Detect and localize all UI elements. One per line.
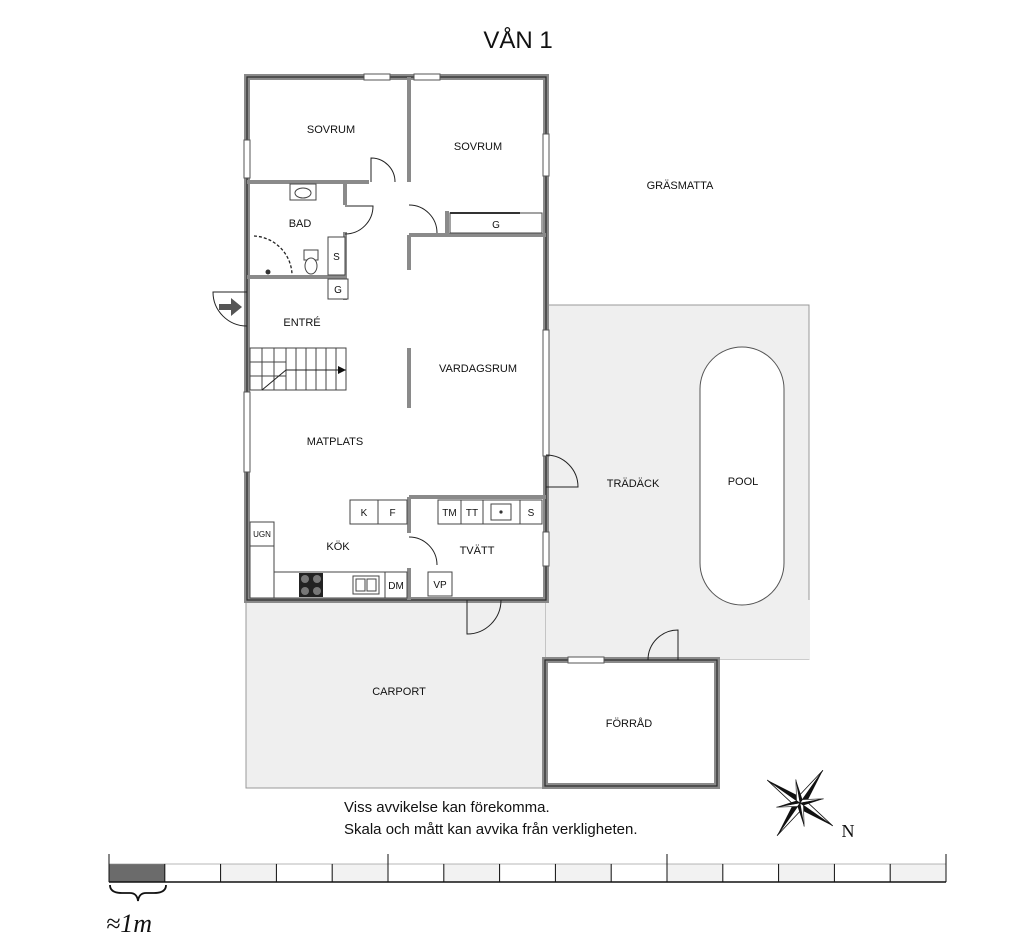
scale-segment	[164, 863, 221, 883]
scale-segment	[387, 863, 445, 883]
scale-segment	[555, 863, 612, 883]
room-bad: BAD	[289, 218, 312, 230]
scale-segment	[220, 863, 277, 883]
svg-text:S: S	[333, 252, 340, 263]
svg-text:VP: VP	[433, 580, 447, 591]
laundry-fixtures: TM TT S VP	[427, 499, 543, 597]
disclaimer-line-2: Skala och mått kan avvika från verklighe…	[344, 821, 637, 838]
scale-segment	[834, 863, 891, 883]
svg-text:DM: DM	[388, 581, 404, 592]
room-forrad: FÖRRÅD	[606, 717, 653, 730]
scale-segment	[443, 863, 500, 883]
scale-segment	[276, 863, 333, 883]
compass-north-label: N	[842, 821, 855, 841]
scale-segment	[722, 863, 779, 883]
room-kok: KÖK	[326, 541, 350, 553]
room-tvatt: TVÄTT	[460, 545, 495, 557]
room-pool: POOL	[728, 476, 759, 488]
svg-text:TM: TM	[442, 508, 456, 519]
bathroom-fixtures	[253, 183, 319, 275]
fixture-g-entre: G	[327, 278, 349, 300]
compass-rose-icon	[766, 769, 834, 837]
scale-segment	[889, 863, 947, 883]
room-gasmatta: GRÄSMATTA	[647, 180, 714, 192]
svg-text:G: G	[334, 285, 342, 296]
entry-arrow-icon	[219, 298, 242, 316]
scale-brace-icon	[109, 884, 167, 902]
scale-segment	[108, 863, 166, 883]
scale-bar	[108, 854, 947, 883]
pool-shape	[699, 346, 785, 606]
plan-title: VÅN 1	[483, 26, 552, 54]
scale-segment	[331, 863, 389, 883]
svg-text:TT: TT	[466, 508, 478, 519]
room-sovrum-1: SOVRUM	[307, 124, 355, 136]
room-carport: CARPORT	[372, 686, 426, 698]
kitchen-counter: K F UGN DM	[249, 499, 408, 599]
forrad-building	[545, 660, 717, 786]
scale-segment	[499, 863, 556, 883]
svg-text:G: G	[492, 220, 500, 231]
scale-label: ≈1m	[106, 909, 152, 938]
room-tradack: TRÄDÄCK	[607, 478, 660, 490]
scale-segment	[778, 863, 835, 883]
room-vardagsrum: VARDAGSRUM	[439, 363, 517, 375]
svg-text:UGN: UGN	[253, 530, 271, 539]
svg-text:F: F	[389, 508, 395, 519]
svg-text:S: S	[528, 508, 535, 519]
staircase	[249, 347, 347, 391]
doors	[212, 157, 679, 661]
carport-area	[245, 599, 547, 789]
fixture-s-bad: S	[327, 236, 346, 276]
fixture-g-bedroom: G	[449, 212, 543, 234]
scale-segment	[666, 863, 724, 883]
svg-text:K: K	[361, 508, 368, 519]
room-sovrum-2: SOVRUM	[454, 141, 502, 153]
windows	[243, 73, 605, 664]
scale-segment	[610, 863, 668, 883]
room-matplats: MATPLATS	[307, 436, 363, 448]
room-entre: ENTRÉ	[283, 316, 320, 329]
disclaimer-line-1: Viss avvikelse kan förekomma.	[344, 799, 550, 816]
